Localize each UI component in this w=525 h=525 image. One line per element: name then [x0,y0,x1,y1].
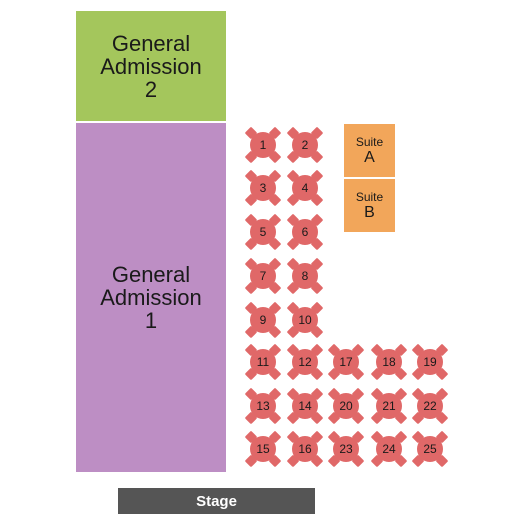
table-7[interactable]: 7 [245,258,282,295]
table-top [333,349,359,375]
stage: Stage [118,488,315,514]
table-8[interactable]: 8 [287,258,324,295]
table-25[interactable]: 25 [412,431,449,468]
section-label: General Admission 1 [100,262,202,333]
suite-a[interactable]: Suite A [344,124,395,177]
table-number: 12 [298,355,312,369]
table-12[interactable]: 12 [287,344,324,381]
table-top [292,132,318,158]
table-15[interactable]: 15 [245,431,282,468]
table-22[interactable]: 22 [412,388,449,425]
table-top [250,132,276,158]
table-number: 4 [302,181,309,195]
table-top [376,393,402,419]
table-top [292,175,318,201]
table-number: 19 [423,355,437,369]
table-number: 1 [260,138,267,152]
table-23[interactable]: 23 [328,431,365,468]
table-top [292,307,318,333]
table-top [417,349,443,375]
section-label: General Admission 2 [100,30,202,102]
table-number: 25 [423,442,437,456]
table-number: 17 [339,355,353,369]
table-4[interactable]: 4 [287,170,324,207]
table-17[interactable]: 17 [328,344,365,381]
table-number: 13 [256,399,270,413]
table-top [333,436,359,462]
table-2[interactable]: 2 [287,127,324,164]
table-11[interactable]: 11 [245,344,282,381]
table-number: 18 [382,355,396,369]
table-top [292,349,318,375]
table-14[interactable]: 14 [287,388,324,425]
table-number: 10 [298,313,312,327]
table-number: 3 [260,181,267,195]
table-top [292,263,318,289]
table-top [250,263,276,289]
table-number: 15 [256,442,270,456]
table-21[interactable]: 21 [371,388,408,425]
table-top [376,436,402,462]
table-5[interactable]: 5 [245,214,282,251]
table-number: 11 [257,355,270,369]
table-9[interactable]: 9 [245,302,282,339]
table-number: 21 [382,399,396,413]
suite-label: Suite [355,189,384,204]
section-general-admission-2[interactable]: General Admission 2 [76,11,226,121]
table-6[interactable]: 6 [287,214,324,251]
table-top [292,393,318,419]
table-number: 5 [260,225,267,239]
table-top [417,393,443,419]
table-top [292,219,318,245]
table-number: 7 [260,269,267,283]
table-20[interactable]: 20 [328,388,365,425]
table-top [250,436,276,462]
stage-label: Stage [196,492,237,510]
table-16[interactable]: 16 [287,431,324,468]
table-number: 20 [339,399,353,413]
table-top [292,436,318,462]
table-24[interactable]: 24 [371,431,408,468]
table-3[interactable]: 3 [245,170,282,207]
suite-b[interactable]: Suite B [344,179,395,232]
table-number: 22 [423,399,437,413]
table-number: 24 [382,442,396,456]
suite-label: Suite [355,134,384,149]
table-number: 23 [339,442,353,456]
table-13[interactable]: 13 [245,388,282,425]
table-1[interactable]: 1 [245,127,282,164]
table-number: 2 [302,138,309,152]
table-number: 14 [298,399,312,413]
section-general-admission-1[interactable]: General Admission 1 [76,123,226,472]
table-18[interactable]: 18 [371,344,408,381]
table-top [417,436,443,462]
table-top [376,349,402,375]
table-number: 6 [302,225,309,239]
suite-letter: A [364,148,375,166]
table-top [250,393,276,419]
table-19[interactable]: 19 [412,344,449,381]
table-number: 16 [298,442,312,456]
table-top [333,393,359,419]
table-number: 9 [260,313,267,327]
table-top [250,307,276,333]
table-top [250,175,276,201]
table-10[interactable]: 10 [287,302,324,339]
table-top [250,219,276,245]
table-number: 8 [302,269,309,283]
suite-letter: B [364,203,375,221]
table-top [250,349,276,375]
